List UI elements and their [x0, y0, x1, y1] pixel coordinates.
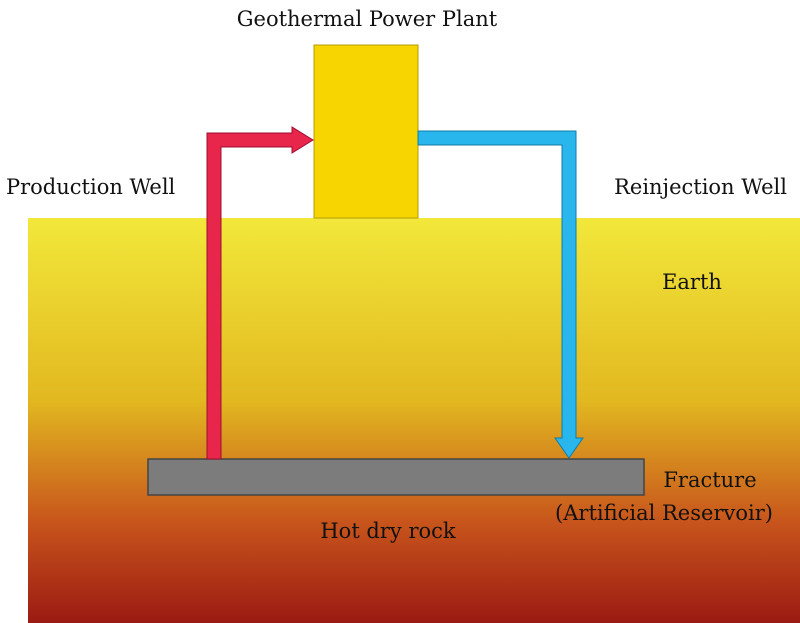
production-well-arrow: [206, 126, 314, 460]
power-plant-building: [313, 44, 419, 219]
earth-ground: [28, 218, 800, 623]
fracture-label: Fracture: [663, 468, 756, 492]
hot-dry-rock-label: Hot dry rock: [320, 519, 456, 543]
plant-label: Geothermal Power Plant: [237, 7, 498, 31]
earth-label: Earth: [662, 270, 722, 294]
fracture-bar: [147, 458, 645, 496]
production-well-label: Production Well: [6, 175, 176, 199]
reinjection-well-arrow: [417, 130, 584, 459]
reinjection-well-label: Reinjection Well: [614, 175, 787, 199]
artificial-reservoir-label: (Artificial Reservoir): [555, 501, 773, 525]
